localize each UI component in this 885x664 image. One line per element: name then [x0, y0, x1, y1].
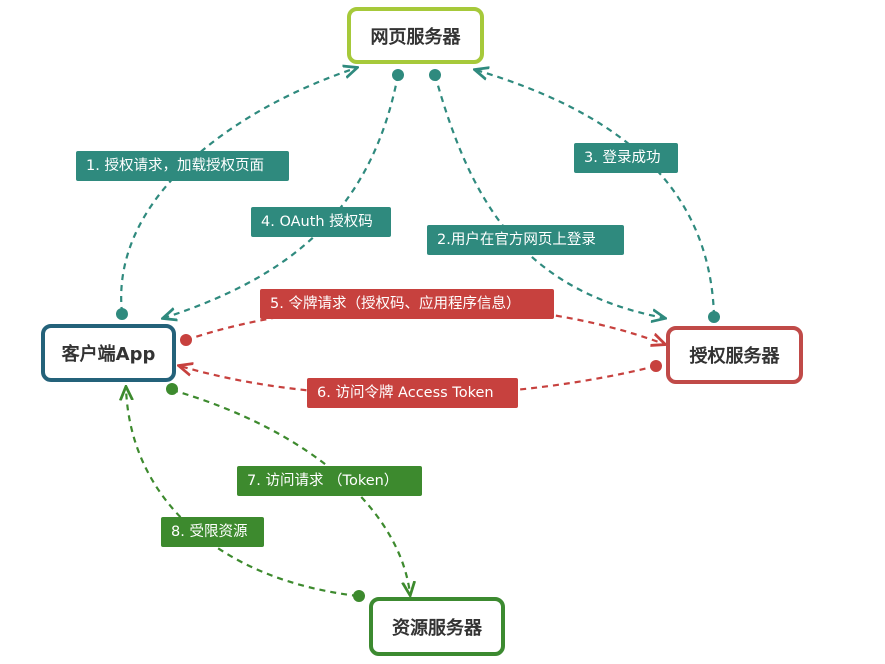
client-app-node: 客户端App: [41, 324, 176, 382]
client-app-label: 客户端App: [61, 344, 156, 365]
arrow-step-1: [120, 68, 356, 314]
arrow-step-3: [476, 70, 716, 317]
step-3-label: 3. 登录成功: [574, 143, 678, 173]
arrow-step-2-origin-dot: [429, 69, 441, 81]
arrow-step-8: [126, 388, 359, 598]
arrow-step-4: [164, 74, 400, 318]
step-8-label: 8. 受限资源: [161, 517, 264, 547]
arrow-step-4-origin-dot: [392, 69, 404, 81]
step-2-label: 2.用户在官方网页上登录: [427, 225, 624, 255]
step-7-label: 7. 访问请求 （Token）: [237, 466, 422, 496]
arrow-step-6-origin-dot: [650, 360, 662, 372]
resource-server-label: 资源服务器: [392, 617, 482, 639]
resource-server-node: 资源服务器: [369, 597, 505, 656]
step-5-label: 5. 令牌请求（授权码、应用程序信息）: [260, 289, 554, 319]
web-server-node: 网页服务器: [347, 7, 484, 64]
arrow-step-3-origin-dot: [708, 311, 720, 323]
step-4-label: 4. OAuth 授权码: [251, 207, 391, 237]
arrow-step-2: [433, 74, 664, 318]
arrow-step-5-origin-dot: [180, 334, 192, 346]
web-server-label: 网页服务器: [370, 26, 461, 48]
arrow-step-8-origin-dot: [353, 590, 365, 602]
step-6-label: 6. 访问令牌 Access Token: [307, 378, 518, 408]
step-1-label: 1. 授权请求，加载授权页面: [76, 151, 289, 181]
auth-server-label: 授权服务器: [689, 346, 780, 367]
arrow-step-5: [185, 303, 664, 344]
arrow-step-1-origin-dot: [116, 308, 128, 320]
auth-server-node: 授权服务器: [666, 326, 803, 384]
arrow-step-7-origin-dot: [166, 383, 178, 395]
